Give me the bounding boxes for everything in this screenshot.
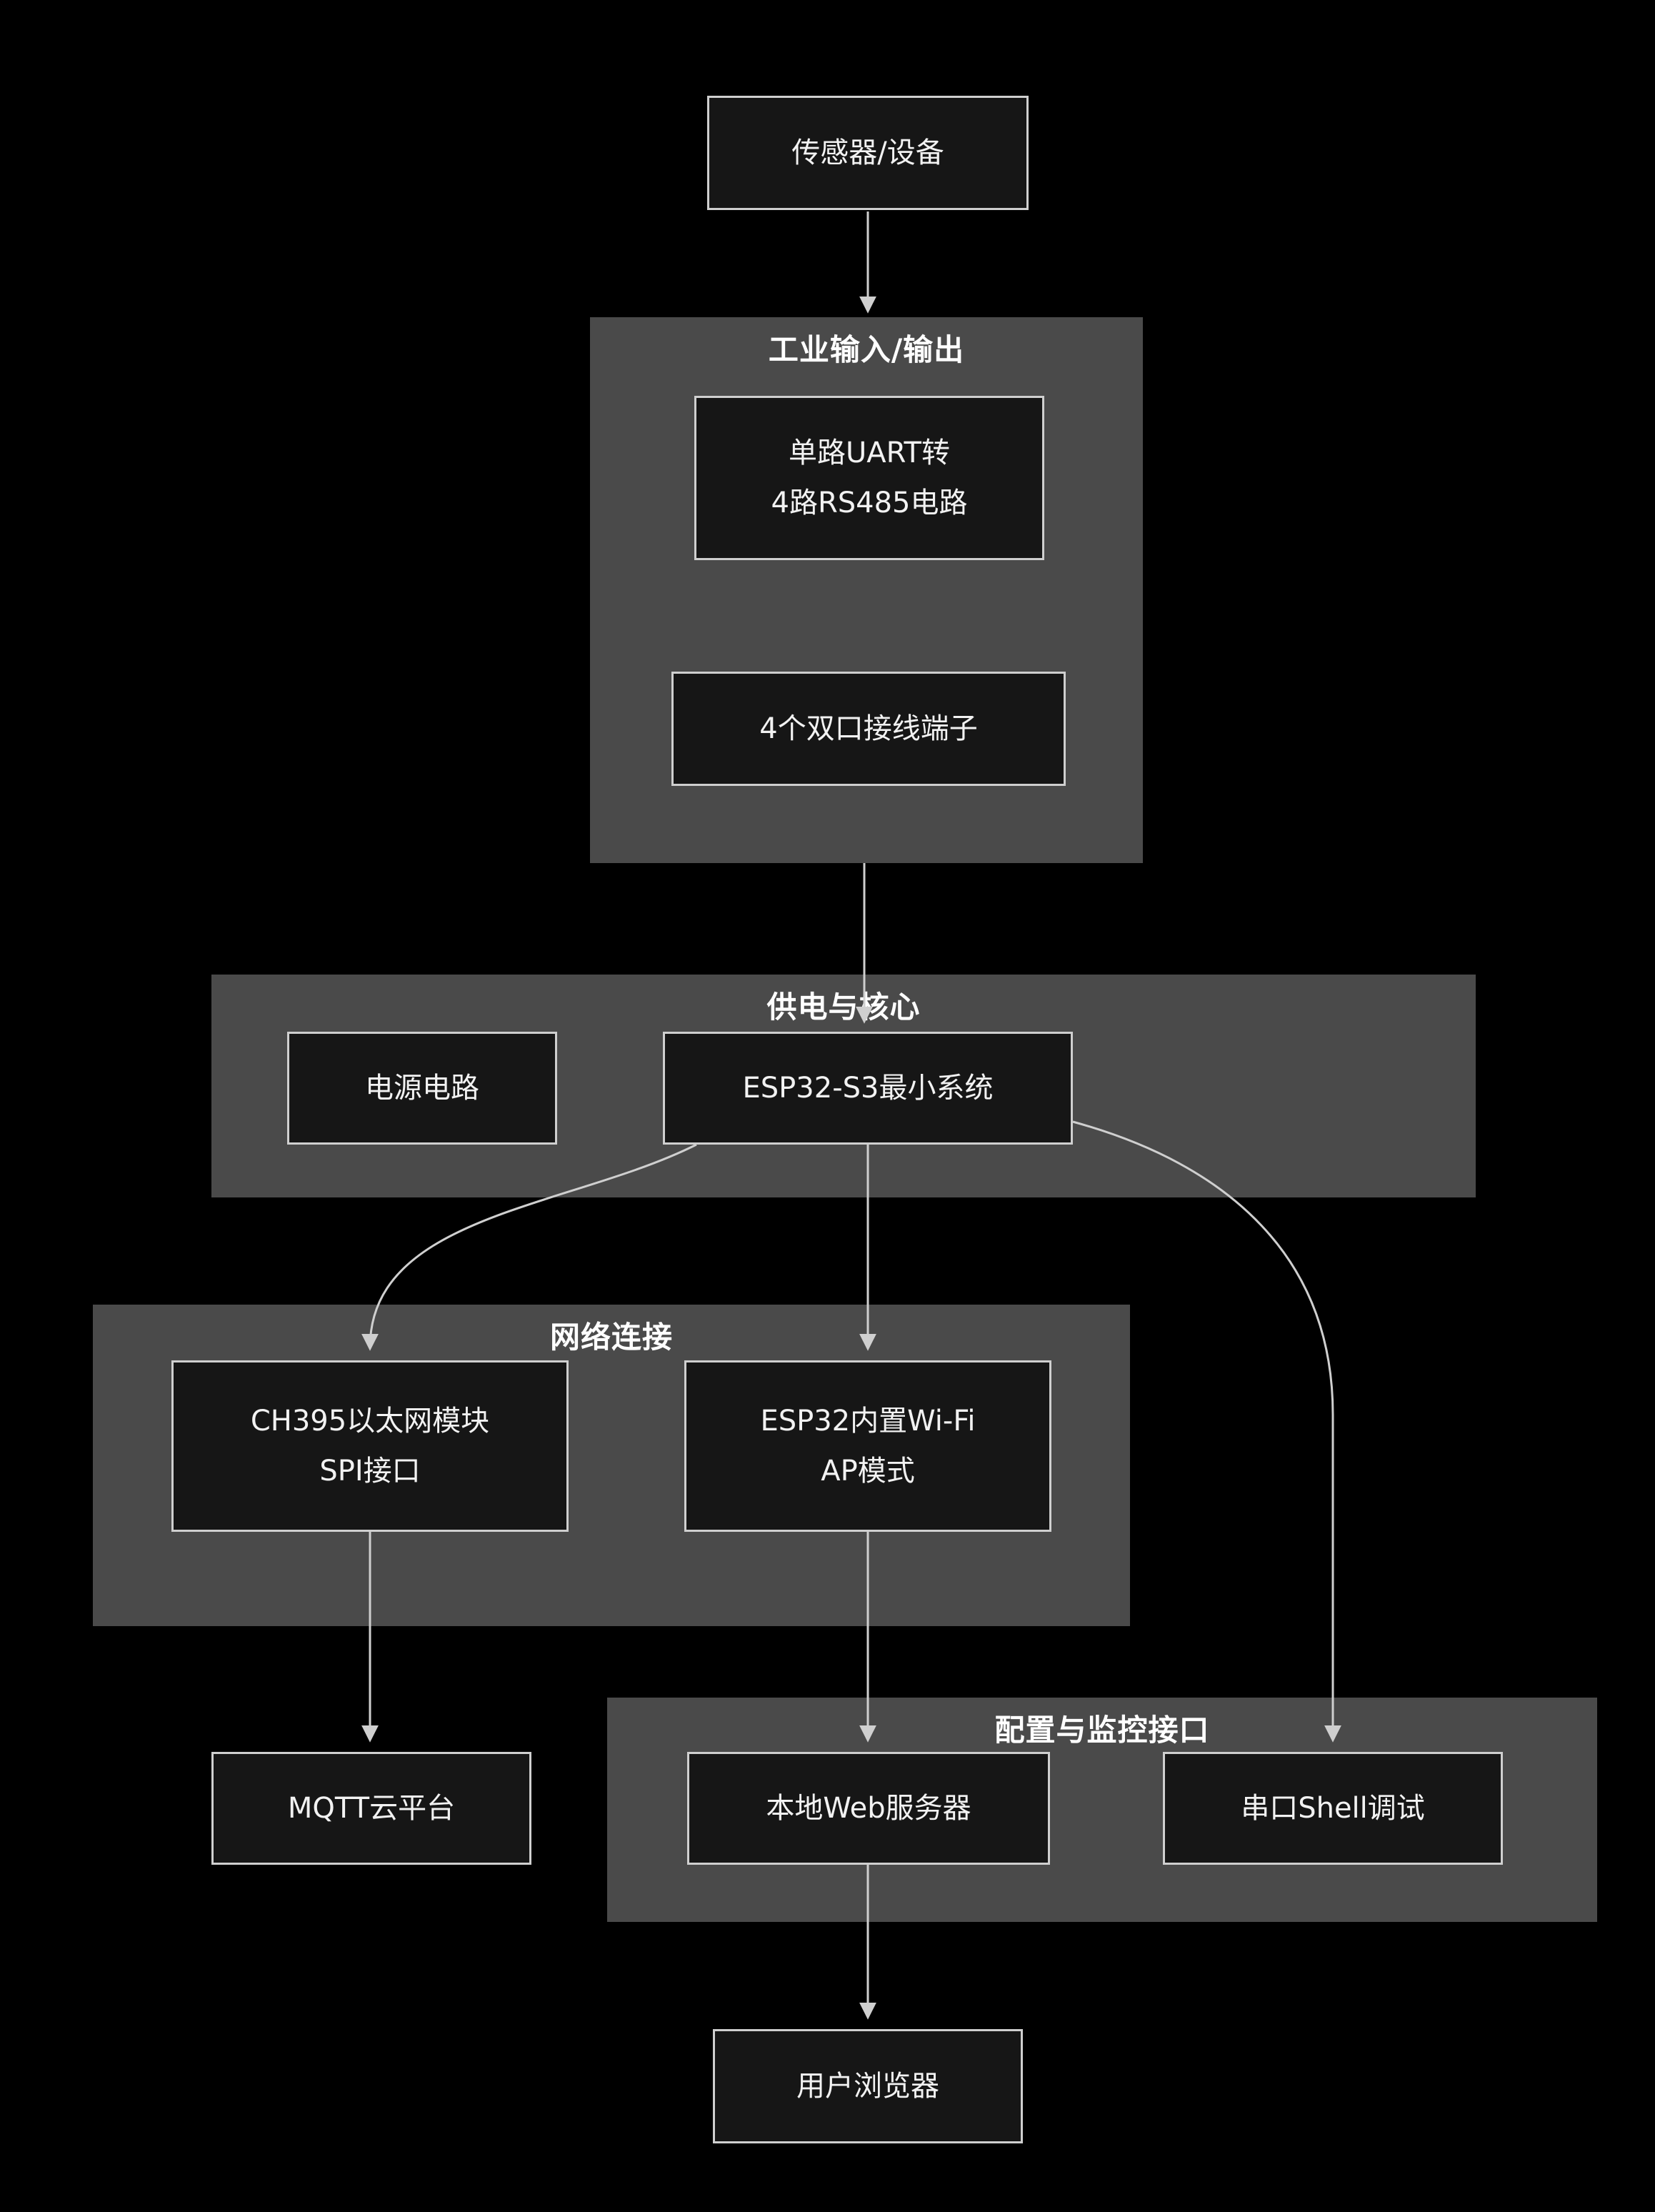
node-mqtt-cloud-platform: MQTT云平台 (211, 1752, 531, 1865)
group-power-core-title: 供电与核心 (766, 990, 921, 1025)
node-esp32-wifi-ap: ESP32内置Wi-Fi AP模式 (684, 1360, 1051, 1532)
group-industrial-io-title: 工业输入/输出 (768, 332, 965, 367)
node-user-browser: 用户浏览器 (713, 2029, 1023, 2143)
group-config-monitor-title: 配置与监控接口 (994, 1713, 1210, 1748)
node-power-circuit: 电源电路 (287, 1032, 557, 1145)
node-local-web-server: 本地Web服务器 (687, 1752, 1050, 1865)
node-uart-rs485-circuit: 单路UART转 4路RS485电路 (694, 396, 1044, 560)
node-dual-port-terminals: 4个双口接线端子 (671, 672, 1066, 786)
node-serial-shell-debug: 串口Shell调试 (1163, 1752, 1503, 1865)
node-esp32-s3-minimal-system: ESP32-S3最小系统 (663, 1032, 1073, 1145)
node-sensors-devices: 传感器/设备 (707, 96, 1029, 210)
node-ch395-ethernet-module: CH395以太网模块 SPI接口 (171, 1360, 569, 1532)
group-network-title: 网络连接 (549, 1320, 673, 1355)
